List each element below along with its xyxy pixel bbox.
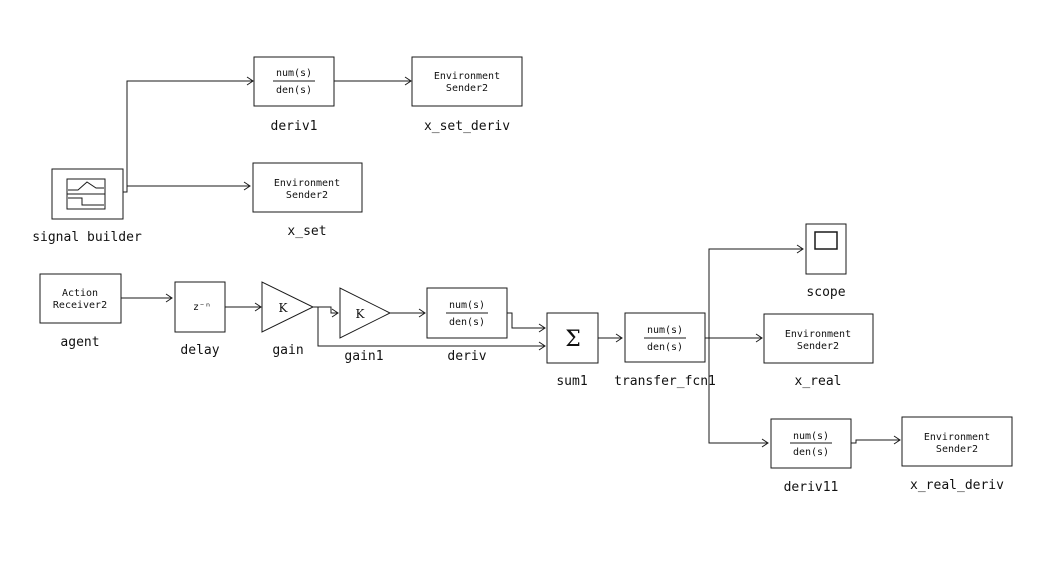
block-x-real-deriv[interactable]: Environment Sender2 x_real_deriv [901, 416, 1013, 493]
scope-label: scope [806, 285, 845, 300]
scope-screen-icon [814, 231, 838, 250]
agent-line1: Action [62, 288, 98, 299]
deriv-numerator: num(s) [449, 300, 485, 311]
arrowhead [755, 333, 763, 343]
wire-deriv-to-sum1[interactable] [507, 312, 545, 329]
delay-label: delay [180, 343, 219, 358]
wire-transfer-fcn1-to-deriv11[interactable] [708, 338, 768, 444]
gain-label: gain [272, 343, 303, 358]
x-real-deriv-line1: Environment [924, 432, 990, 443]
gain1-label: gain1 [344, 349, 383, 364]
block-deriv[interactable]: num(s) den(s) deriv [426, 287, 508, 364]
arrowhead [243, 181, 251, 191]
block-scope[interactable]: scope [805, 223, 847, 300]
x-set-label: x_set [287, 224, 326, 239]
block-delay[interactable]: z⁻ⁿ delay [174, 281, 226, 358]
sum1-label: sum1 [556, 374, 587, 389]
arrowhead [538, 323, 546, 333]
sum-symbol: Σ [565, 327, 581, 352]
deriv11-denominator: den(s) [793, 447, 829, 458]
arrowhead [796, 244, 804, 254]
wire-deriv11-to-x-real-deriv[interactable] [851, 439, 900, 444]
signal-wires [121, 76, 901, 448]
arrowhead [246, 76, 254, 86]
deriv11-numerator: num(s) [793, 431, 829, 442]
gain1-symbol: K [356, 307, 366, 321]
transfer-fcn1-denominator: den(s) [647, 342, 683, 353]
arrowhead [404, 76, 412, 86]
x-set-line1: Environment [274, 178, 340, 189]
deriv1-label: deriv1 [271, 119, 318, 134]
arrowhead [165, 293, 173, 303]
deriv1-denominator: den(s) [276, 85, 312, 96]
signal-builder-label: signal builder [32, 230, 142, 245]
x-real-label: x_real [795, 374, 842, 389]
arrowhead [538, 341, 546, 351]
x-set-deriv-line1: Environment [434, 71, 500, 82]
signal-step-icon [68, 197, 104, 206]
gain-symbol: K [279, 301, 289, 315]
signal-waveform-icon [68, 181, 104, 191]
delay-symbol: z⁻ⁿ [193, 302, 211, 313]
x-set-line2: Sender2 [286, 190, 328, 201]
wire-gain-to-gain1[interactable] [313, 306, 338, 314]
block-x-set[interactable]: Environment Sender2 x_set [252, 162, 363, 239]
arrowhead [761, 438, 769, 448]
block-sum1[interactable]: Σ sum1 [546, 312, 599, 389]
agent-line2: Receiver2 [53, 300, 107, 311]
arrowhead [418, 308, 426, 318]
wire-signal-builder-to-deriv1[interactable] [123, 80, 253, 193]
x-real-line1: Environment [785, 329, 851, 340]
wire-transfer-fcn1-to-scope[interactable] [708, 248, 803, 338]
arrowhead [615, 333, 623, 343]
transfer-fcn1-numerator: num(s) [647, 325, 683, 336]
transfer-fcn1-label: transfer_fcn1 [614, 374, 716, 389]
block-transfer-fcn1[interactable]: num(s) den(s) transfer_fcn1 [614, 312, 716, 389]
block-gain[interactable]: K gain [261, 281, 315, 358]
arrowhead [893, 435, 901, 445]
block-x-real[interactable]: Environment Sender2 x_real [763, 313, 874, 389]
block-x-set-deriv[interactable]: Environment Sender2 x_set_deriv [411, 56, 523, 134]
x-set-deriv-label: x_set_deriv [424, 119, 510, 134]
block-signal-builder[interactable]: signal builder [32, 168, 142, 245]
block-gain1[interactable]: K gain1 [339, 287, 392, 364]
deriv1-numerator: num(s) [276, 68, 312, 79]
block-agent[interactable]: Action Receiver2 agent [39, 273, 122, 350]
x-real-deriv-label: x_real_deriv [910, 478, 1004, 493]
deriv11-label: deriv11 [784, 480, 839, 495]
block-deriv11[interactable]: num(s) den(s) deriv11 [770, 418, 852, 495]
wire-gain-to-sum1[interactable] [317, 307, 545, 347]
deriv-denominator: den(s) [449, 317, 485, 328]
deriv-label: deriv [447, 349, 486, 364]
block-deriv1[interactable]: num(s) den(s) deriv1 [253, 56, 335, 134]
x-real-line2: Sender2 [797, 341, 839, 352]
x-set-deriv-line2: Sender2 [446, 83, 488, 94]
x-real-deriv-line2: Sender2 [936, 444, 978, 455]
agent-label: agent [60, 335, 99, 350]
arrowhead [254, 302, 262, 312]
arrowhead [331, 308, 339, 318]
